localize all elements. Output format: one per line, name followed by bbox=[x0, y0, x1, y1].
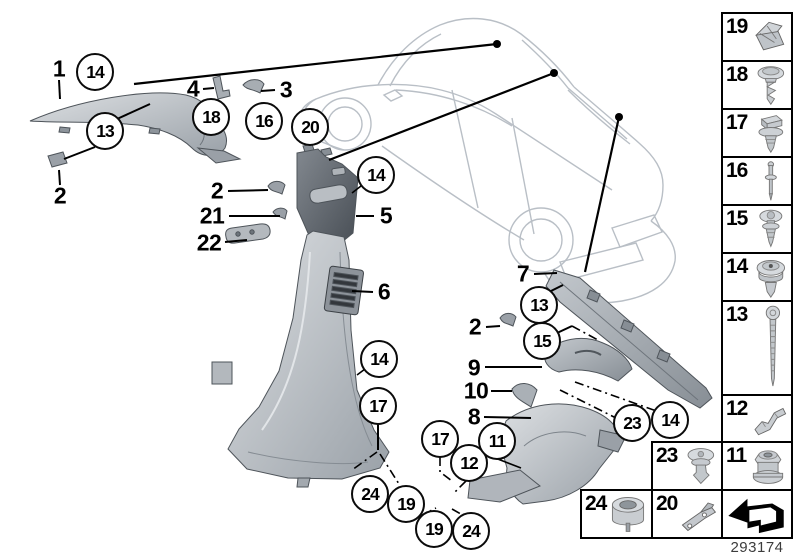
callout-circle-19b[interactable]: 19 bbox=[415, 510, 453, 548]
legend-box-20[interactable]: 20 bbox=[651, 489, 723, 539]
callout-2b[interactable]: 2 bbox=[210, 177, 224, 204]
callout-5[interactable]: 5 bbox=[379, 202, 393, 229]
legend-box-13[interactable]: 13 bbox=[721, 300, 793, 396]
clip-21-part bbox=[272, 207, 288, 220]
flange-nut-icon bbox=[752, 450, 784, 484]
legend-box-23[interactable]: 23 bbox=[651, 441, 723, 491]
callout-3[interactable]: 3 bbox=[279, 76, 293, 103]
legend-box-18[interactable]: 18 bbox=[721, 60, 793, 110]
callout-circle-15[interactable]: 15 bbox=[523, 322, 561, 360]
turn-over-arrow-icon bbox=[728, 498, 784, 534]
callout-7[interactable]: 7 bbox=[516, 260, 530, 287]
callout-22[interactable]: 22 bbox=[196, 229, 222, 256]
callout-circle-11[interactable]: 11 bbox=[478, 422, 516, 460]
a-pillar-trim-part bbox=[29, 92, 227, 156]
legend-box-turn-over[interactable] bbox=[721, 489, 793, 539]
legend-label: 11 bbox=[726, 444, 747, 467]
legend-box-24[interactable]: 24 bbox=[580, 489, 653, 539]
push-clip-icon bbox=[687, 448, 715, 485]
callout-circle-23[interactable]: 23 bbox=[613, 404, 651, 442]
spring-bracket-icon bbox=[754, 407, 787, 435]
legend-label: 17 bbox=[726, 111, 748, 134]
legend-label: 15 bbox=[726, 207, 748, 230]
label-leaders bbox=[58, 79, 573, 469]
callout-4[interactable]: 4 bbox=[186, 75, 200, 102]
callout-circle-13b[interactable]: 13 bbox=[520, 286, 558, 324]
legend-label: 24 bbox=[585, 492, 607, 515]
legend-box-17[interactable]: 17 bbox=[721, 108, 793, 158]
legend-label: 18 bbox=[726, 63, 748, 86]
legend-label: 13 bbox=[726, 303, 748, 326]
callout-8[interactable]: 8 bbox=[467, 403, 481, 430]
callout-1[interactable]: 1 bbox=[52, 55, 66, 82]
screw-rivet-icon bbox=[759, 209, 783, 248]
callout-2a[interactable]: 2 bbox=[53, 182, 67, 209]
callout-21[interactable]: 21 bbox=[199, 202, 225, 229]
grommet-icon bbox=[756, 260, 786, 298]
legend-box-11[interactable]: 11 bbox=[721, 441, 793, 491]
legend-label: 14 bbox=[726, 255, 748, 278]
car-outline bbox=[298, 17, 676, 304]
callout-circle-17a[interactable]: 17 bbox=[359, 387, 397, 425]
callout-9[interactable]: 9 bbox=[467, 354, 481, 381]
callout-2c[interactable]: 2 bbox=[468, 313, 482, 340]
cover-22-part bbox=[225, 223, 271, 244]
callout-circle-18[interactable]: 18 bbox=[192, 98, 230, 136]
callout-circle-24b[interactable]: 24 bbox=[452, 512, 490, 550]
clip-2-right-part bbox=[499, 312, 517, 327]
callout-circle-14b[interactable]: 14 bbox=[357, 156, 395, 194]
callout-circle-14a[interactable]: 14 bbox=[76, 53, 114, 91]
side-trim-upper-part bbox=[544, 337, 633, 382]
callout-circle-13a[interactable]: 13 bbox=[86, 112, 124, 150]
pointer-dots bbox=[493, 40, 623, 121]
trim-arc-part bbox=[511, 383, 538, 408]
torx-screw-icon bbox=[765, 305, 781, 387]
sleeve-grommet-icon bbox=[611, 497, 645, 532]
bracket-plate-icon bbox=[681, 502, 717, 532]
callout-circle-14c[interactable]: 14 bbox=[360, 340, 398, 378]
legend-box-16[interactable]: 16 bbox=[721, 156, 793, 206]
spring-clip-icon bbox=[755, 21, 785, 51]
callout-circle-16[interactable]: 16 bbox=[245, 102, 283, 140]
legend-box-15[interactable]: 15 bbox=[721, 204, 793, 254]
blind-rivet-icon bbox=[764, 161, 777, 201]
legend-label: 23 bbox=[656, 444, 678, 467]
callout-circle-14d[interactable]: 14 bbox=[651, 401, 689, 439]
legend-box-12[interactable]: 12 bbox=[721, 394, 793, 443]
clip-2-mid-part bbox=[267, 180, 286, 195]
callout-6[interactable]: 6 bbox=[377, 278, 391, 305]
callout-circle-24a[interactable]: 24 bbox=[351, 475, 389, 513]
diagram-number: 293174 bbox=[730, 539, 784, 556]
callout-10[interactable]: 10 bbox=[463, 377, 489, 404]
clip-nut-icon bbox=[758, 115, 784, 154]
legend-box-14[interactable]: 14 bbox=[721, 252, 793, 302]
expanding-rivet-icon bbox=[757, 66, 785, 106]
trim-parts bbox=[29, 75, 713, 505]
legend-label: 12 bbox=[726, 397, 748, 420]
bracket-4-part bbox=[212, 75, 231, 100]
legend-box-19[interactable]: 19 bbox=[721, 12, 793, 62]
leader-lines bbox=[133, 42, 621, 273]
legend-label: 19 bbox=[726, 15, 748, 38]
legend-label: 20 bbox=[656, 492, 678, 515]
callout-circle-20[interactable]: 20 bbox=[291, 108, 329, 146]
clip-2-left-part bbox=[47, 151, 68, 168]
clamp-3-part bbox=[242, 79, 265, 94]
legend-label: 16 bbox=[726, 159, 748, 182]
